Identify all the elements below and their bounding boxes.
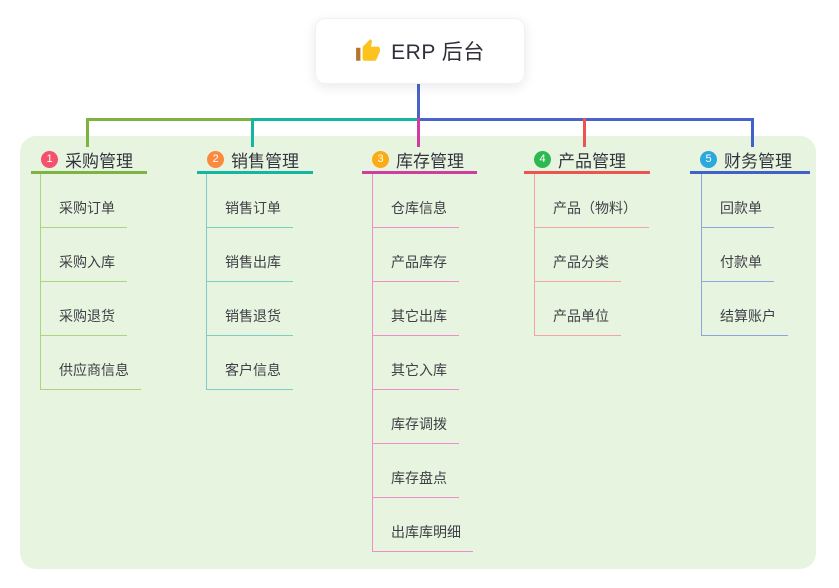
- child-node[interactable]: 采购退货: [41, 282, 127, 336]
- child-node[interactable]: 回款单: [702, 174, 774, 228]
- child-node[interactable]: 库存盘点: [373, 444, 459, 498]
- branch-sales: 2 销售管理 销售订单 销售出库 销售退货 客户信息: [197, 148, 313, 390]
- child-node[interactable]: 销售退货: [207, 282, 293, 336]
- connector-drop-finance: [751, 118, 754, 147]
- root-node-erp-backend[interactable]: ERP 后台: [315, 18, 525, 84]
- connector-horizontal-green: [86, 118, 254, 121]
- root-node-label: ERP 后台: [391, 41, 485, 64]
- branch-number-badge: 2: [207, 151, 224, 168]
- connector-horizontal-blue: [418, 118, 754, 121]
- branch-title: 销售管理: [231, 152, 299, 171]
- child-node[interactable]: 其它出库: [373, 282, 459, 336]
- branch-number-badge: 4: [534, 151, 551, 168]
- child-node[interactable]: 产品（物料）: [535, 174, 649, 228]
- child-node[interactable]: 仓库信息: [373, 174, 459, 228]
- branches-background-panel: [20, 136, 816, 569]
- branch-children: 产品（物料） 产品分类 产品单位: [534, 174, 649, 336]
- connector-drop-purchase: [86, 118, 89, 147]
- child-node[interactable]: 供应商信息: [41, 336, 141, 390]
- branch-header-product[interactable]: 4 产品管理: [524, 148, 650, 174]
- child-node[interactable]: 销售出库: [207, 228, 293, 282]
- child-node[interactable]: 出库库明细: [373, 498, 473, 552]
- thumbs-up-icon: [355, 38, 381, 64]
- branch-header-inventory[interactable]: 3 库存管理: [362, 148, 477, 174]
- branch-children: 回款单 付款单 结算账户: [701, 174, 788, 336]
- branch-header-purchase[interactable]: 1 采购管理: [31, 148, 147, 174]
- connector-horizontal-teal: [254, 118, 418, 121]
- child-node[interactable]: 客户信息: [207, 336, 293, 390]
- connector-drop-product: [583, 118, 586, 147]
- child-node[interactable]: 产品库存: [373, 228, 459, 282]
- connector-drop-sales: [251, 118, 254, 147]
- branch-title: 采购管理: [65, 152, 133, 171]
- branch-children: 采购订单 采购入库 采购退货 供应商信息: [40, 174, 141, 390]
- connector-drop-inventory: [417, 118, 420, 147]
- child-node[interactable]: 付款单: [702, 228, 774, 282]
- branch-number-badge: 1: [41, 151, 58, 168]
- child-node[interactable]: 采购订单: [41, 174, 127, 228]
- child-node[interactable]: 结算账户: [702, 282, 788, 336]
- branch-title: 库存管理: [396, 152, 464, 171]
- branch-product: 4 产品管理 产品（物料） 产品分类 产品单位: [524, 148, 650, 336]
- child-node[interactable]: 销售订单: [207, 174, 293, 228]
- branch-children: 仓库信息 产品库存 其它出库 其它入库 库存调拨 库存盘点 出库库明细: [372, 174, 473, 552]
- branch-header-sales[interactable]: 2 销售管理: [197, 148, 313, 174]
- child-node[interactable]: 其它入库: [373, 336, 459, 390]
- branch-inventory: 3 库存管理 仓库信息 产品库存 其它出库 其它入库 库存调拨 库存盘点 出库库…: [362, 148, 477, 552]
- branch-number-badge: 3: [372, 151, 389, 168]
- child-node[interactable]: 采购入库: [41, 228, 127, 282]
- branch-number-badge: 5: [700, 151, 717, 168]
- branch-title: 产品管理: [558, 152, 626, 171]
- branch-title: 财务管理: [724, 152, 792, 171]
- root-connector-stem: [417, 82, 420, 119]
- branch-finance: 5 财务管理 回款单 付款单 结算账户: [690, 148, 810, 336]
- branch-children: 销售订单 销售出库 销售退货 客户信息: [206, 174, 293, 390]
- branch-header-finance[interactable]: 5 财务管理: [690, 148, 810, 174]
- child-node[interactable]: 产品单位: [535, 282, 621, 336]
- child-node[interactable]: 库存调拨: [373, 390, 459, 444]
- child-node[interactable]: 产品分类: [535, 228, 621, 282]
- branch-purchase: 1 采购管理 采购订单 采购入库 采购退货 供应商信息: [31, 148, 147, 390]
